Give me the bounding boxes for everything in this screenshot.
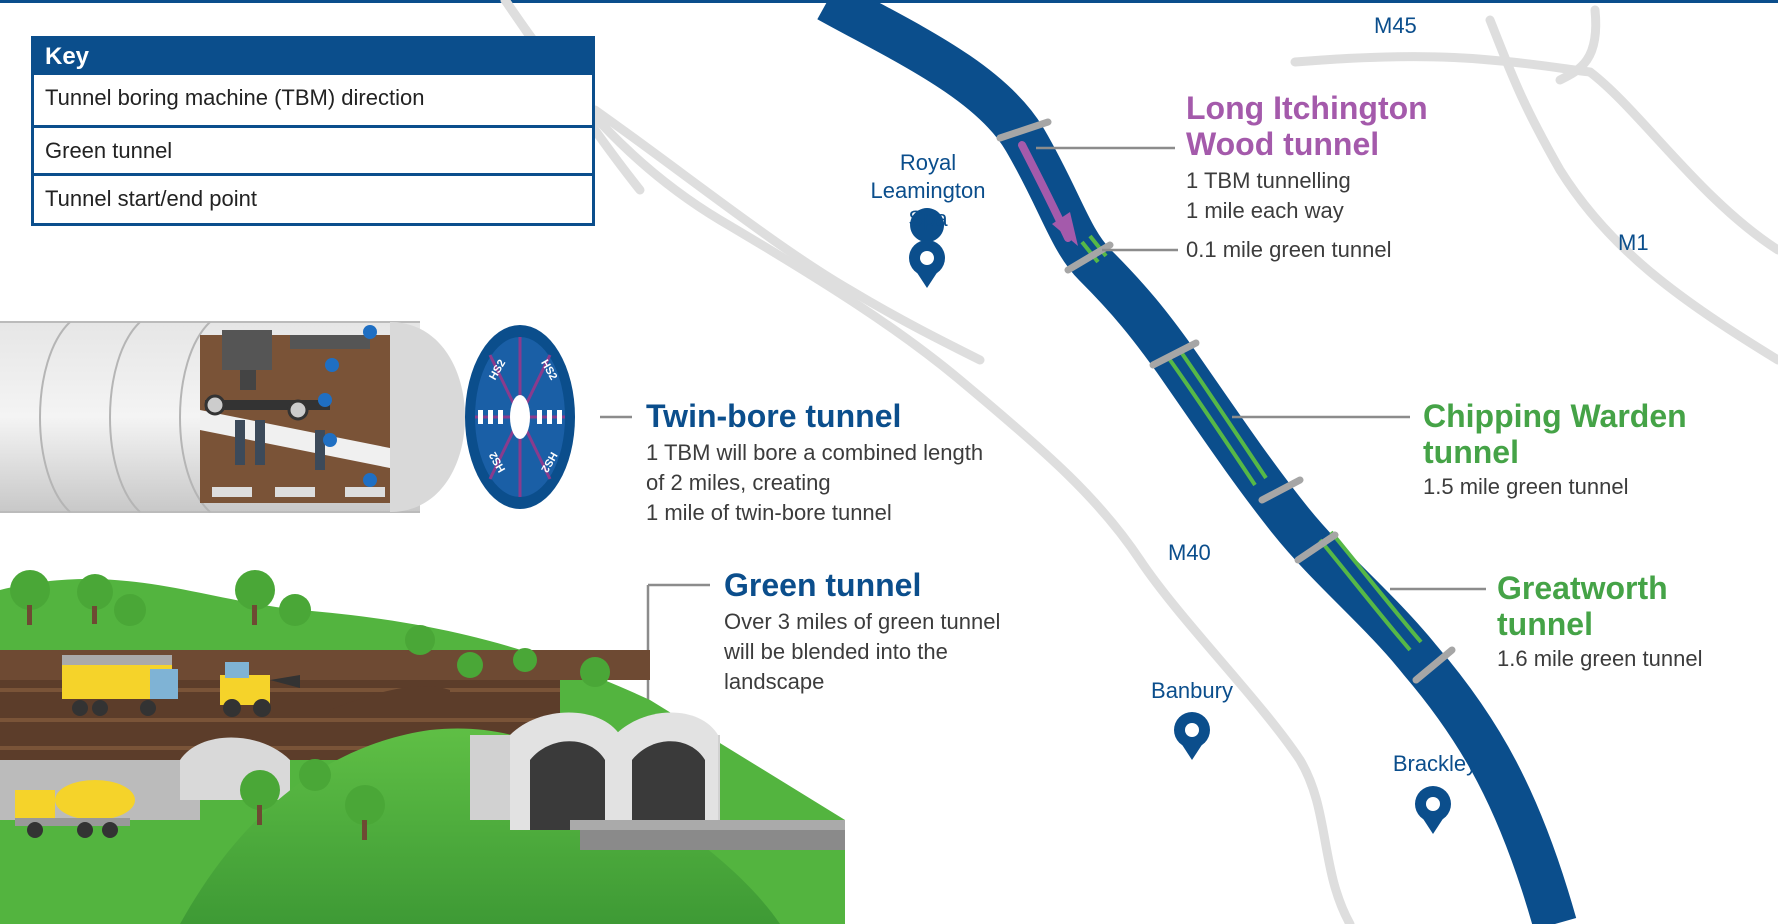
tunnel-portals [996,118,1456,684]
long-itchington-title-line: Long Itchington [1186,90,1428,126]
digger [220,662,300,717]
long-itchington-green-length: 0.1 mile green tunnel [1186,237,1392,262]
trees [10,570,610,825]
long-itchington-annotation: Long Itchington Wood tunnel 1 TBM tunnel… [1186,90,1428,226]
key-legend: Key Tunnel boring machine (TBM) directio… [31,36,595,226]
key-item-tbm-direction: Tunnel boring machine (TBM) direction [34,75,592,125]
green-tunnel-annotation: Green tunnel Over 3 miles of green tunne… [724,567,1000,697]
place-banbury: Banbury [1151,678,1233,703]
key-item-label: Green tunnel [45,138,173,163]
road-m1-branch [1555,5,1601,85]
road-right [1585,67,1778,255]
place-royal-leamington-spa: Royal Leamington Spa [866,149,990,233]
key-title: Key [34,39,592,75]
chipping-warden-title-line: tunnel [1423,434,1519,470]
green-tunnel-landscape [0,570,845,924]
greatworth-title-line: tunnel [1497,606,1593,642]
key-item-label: Tunnel start/end point [45,186,257,211]
dump-truck [62,655,178,716]
key-item-green-tunnel: Green tunnel [34,125,592,173]
chipping-warden-desc: 1.5 mile green tunnel [1423,474,1629,499]
chipping-warden-annotation: Chipping Warden tunnel 1.5 mile green tu… [1423,398,1687,502]
long-itchington-desc-line: 1 TBM tunnelling [1186,168,1351,193]
long-itchington-title-line: Wood tunnel [1186,126,1380,162]
road-m1 [1485,15,1778,365]
cement-mixer [15,780,135,838]
pin-leamington [909,208,945,288]
green-tunnel-desc-line: Over 3 miles of green tunnel [724,609,1001,634]
twin-bore-annotation: Twin-bore tunnel 1 TBM will bore a combi… [646,398,983,528]
greatworth-title-line: Greatworth [1497,570,1668,606]
pin-brackley [1415,786,1451,834]
road-secondary [590,105,985,365]
place-line: Royal [899,150,957,175]
hs2-route-line [817,0,1577,924]
top-border [0,0,1778,3]
place-brackley: Brackley [1392,751,1478,776]
key-item-tunnel-start-end: Tunnel start/end point [34,173,592,221]
road-label-m40: M40 [1168,540,1211,565]
location-pins [909,208,1451,834]
road-label-m1: M1 [1618,230,1649,255]
twin-bore-desc-line: 1 mile of twin-bore tunnel [646,500,892,525]
road-m40 [500,0,1355,924]
twin-bore-desc-line: of 2 miles, creating [646,470,831,495]
road-m45 [1290,51,1595,77]
road-label-m45: M45 [1374,13,1417,38]
motorways [500,0,1778,924]
green-tunnel-desc-line: will be blended into the [724,639,948,664]
green-tunnel-desc-line: landscape [724,669,825,694]
greatworth-desc: 1.6 mile green tunnel [1497,646,1703,671]
chipping-warden-title-line: Chipping Warden [1423,398,1687,434]
place-line: Leamington [870,178,986,203]
greatworth-annotation: Greatworth tunnel 1.6 mile green tunnel [1497,570,1702,674]
tbm-illustration [0,321,575,513]
leader-lines [600,146,1486,700]
long-itchington-desc-line: 1 mile each way [1186,198,1344,223]
tree-trunks [27,605,367,840]
green-tunnel-title: Green tunnel [724,567,922,603]
twin-bore-title: Twin-bore tunnel [646,398,902,434]
long-itchington-tbm-arrowhead [1052,212,1078,246]
twin-bore-desc-line: 1 TBM will bore a combined length [646,440,984,465]
place-line: Spa [908,206,948,231]
key-item-label: Tunnel boring machine (TBM) direction [45,85,425,110]
pin-banbury [1174,712,1210,760]
